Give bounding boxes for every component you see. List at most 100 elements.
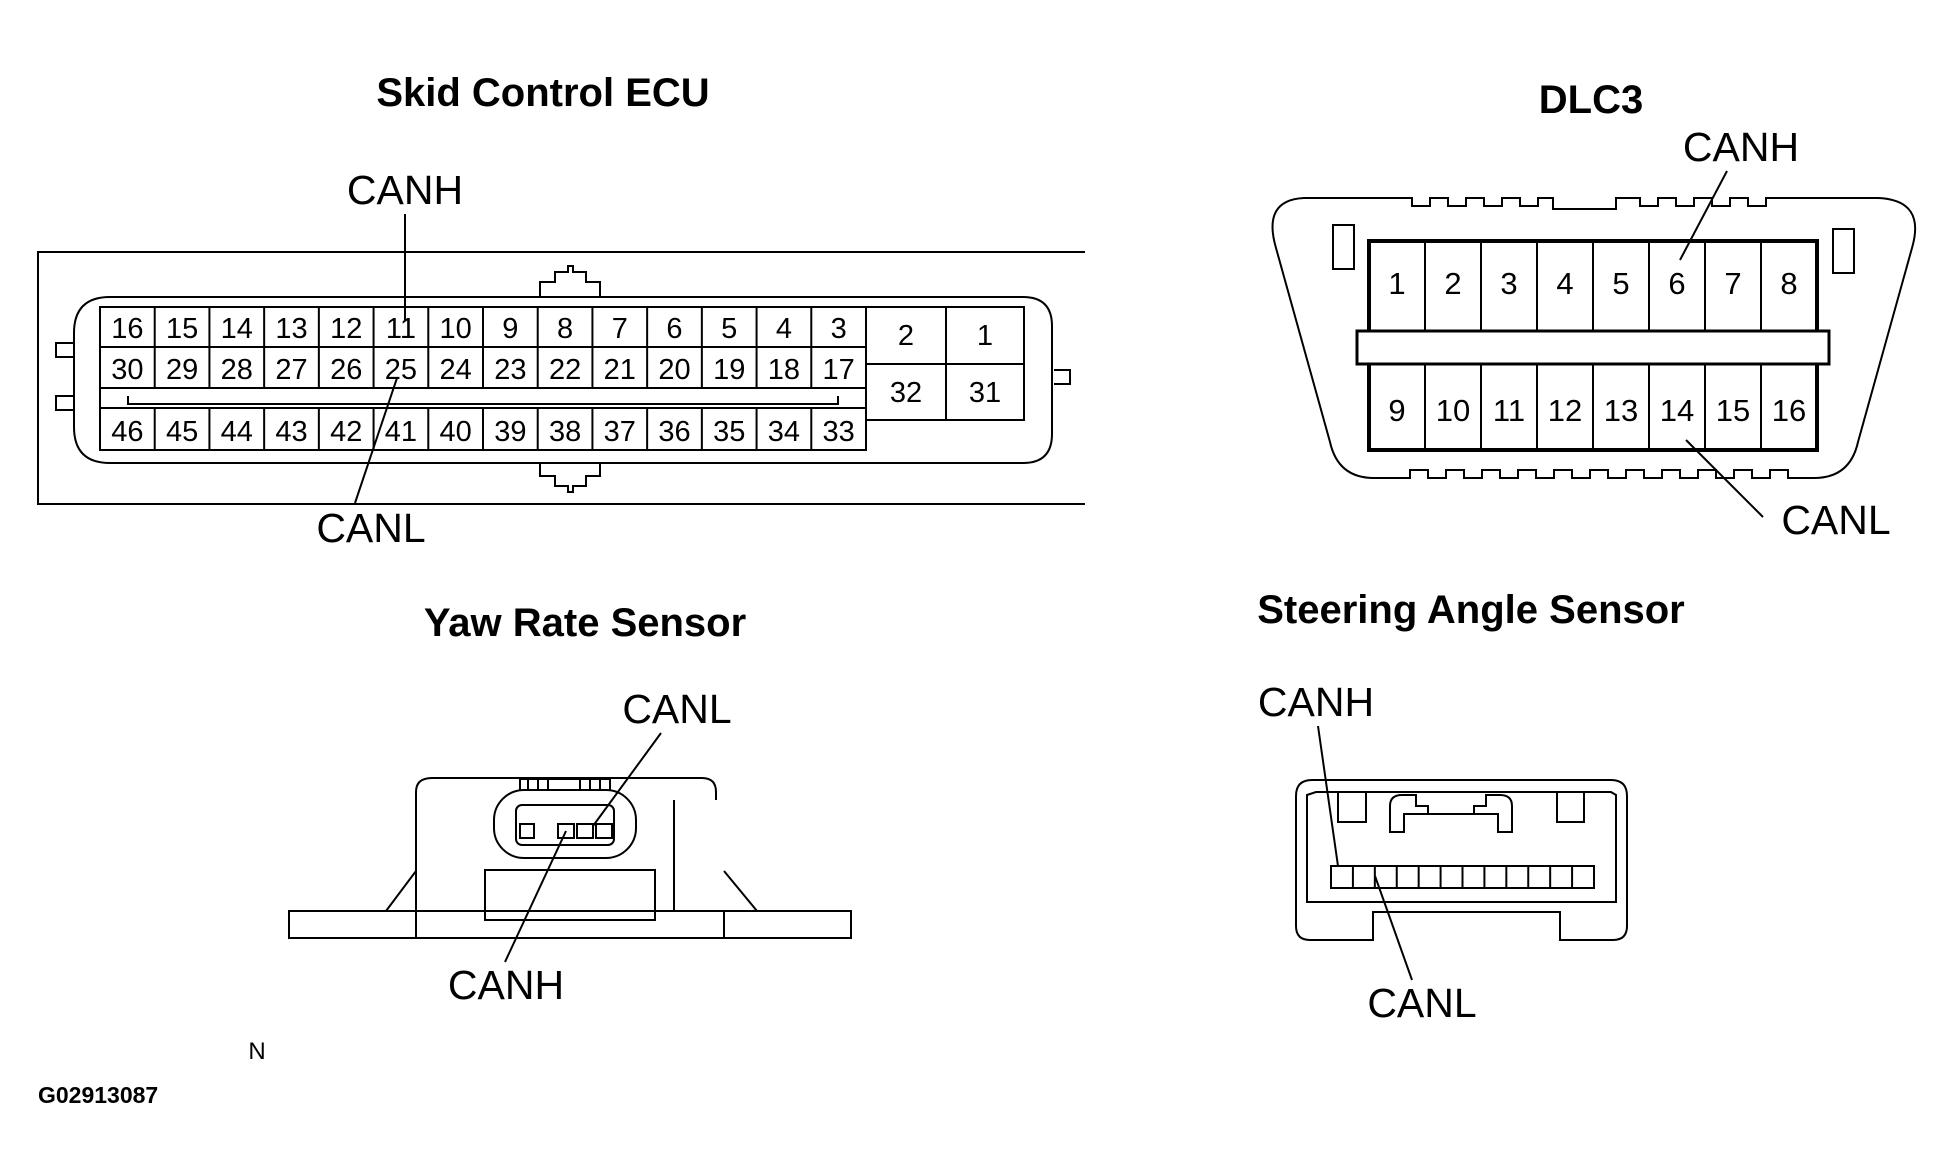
ecu-pin-37: 37	[604, 416, 636, 448]
ecu-pin-40: 40	[440, 416, 472, 448]
ecu-pin-20: 20	[658, 354, 690, 386]
ecu-pin-22: 22	[549, 354, 581, 386]
ecu-pin-15: 15	[166, 313, 198, 345]
dlc3-pin-2: 2	[1444, 266, 1461, 301]
ecu-bottom-latch	[539, 462, 601, 493]
ecu-pin-10: 10	[440, 313, 472, 345]
ecu-pin-17: 17	[823, 354, 855, 386]
ecu-pin-14: 14	[221, 313, 253, 345]
yaw-canl-leader	[592, 732, 662, 827]
ecu-top-latch	[539, 265, 601, 296]
ecu-pin-9: 9	[502, 313, 518, 345]
dlc3-canh-leader	[1679, 170, 1728, 261]
dlc3-pin-4: 4	[1556, 266, 1573, 301]
ecu-pin-42: 42	[330, 416, 362, 448]
dlc3-pin-16: 16	[1772, 393, 1806, 428]
ecu-pin-16: 16	[111, 313, 143, 345]
ecu-pin-4: 4	[776, 313, 792, 345]
ecu-title: Skid Control ECU	[376, 71, 709, 115]
steer-title: Steering Angle Sensor	[1257, 588, 1685, 632]
ecu-pin-23: 23	[494, 354, 526, 386]
ecu-pin-25: 25	[385, 354, 417, 386]
steer-latch	[1389, 794, 1513, 833]
ecu-pin-35: 35	[713, 416, 745, 448]
steer-canl-label: CANL	[1367, 980, 1476, 1026]
yaw-pin-canl	[576, 823, 594, 839]
ecu-right-tab	[1054, 369, 1071, 385]
dlc3-pin-11: 11	[1493, 393, 1525, 428]
steer-top-tabs	[1337, 792, 1585, 823]
dlc3-canl-label: CANL	[1781, 497, 1890, 543]
yaw-pin-cavity	[515, 804, 615, 846]
yaw-title: Yaw Rate Sensor	[424, 601, 746, 645]
yaw-pin-canh	[557, 823, 575, 839]
ecu-block-pins: 2 1 32 31	[890, 320, 1001, 409]
dlc3-pin-15: 15	[1716, 393, 1750, 428]
dlc3-center-bar	[1355, 329, 1831, 366]
ecu-pin-31: 31	[969, 377, 1001, 409]
ecu-canh-label: CANH	[347, 167, 463, 213]
dlc3-title: DLC3	[1539, 78, 1643, 122]
ecu-canl-label: CANL	[316, 505, 425, 551]
steer-inner-frame	[1306, 791, 1617, 903]
ecu-pin-1: 1	[977, 320, 993, 352]
yaw-canh-label: CANH	[448, 962, 564, 1008]
yaw-label-plate	[484, 869, 656, 921]
yaw-base-dividers	[415, 911, 725, 938]
ecu-pin-41: 41	[385, 416, 417, 448]
ecu-pin-6: 6	[666, 313, 682, 345]
ecu-pin-30: 30	[111, 354, 143, 386]
ecu-pin-32: 32	[890, 377, 922, 409]
ecu-pin-8: 8	[557, 313, 573, 345]
dlc3-pin-12: 12	[1548, 393, 1582, 428]
ecu-pin-21: 21	[604, 354, 636, 386]
dlc3-column-dividers	[1424, 241, 1762, 450]
ecu-canl-leader	[354, 377, 398, 504]
ecu-pin-29: 29	[166, 354, 198, 386]
ecu-pin-33: 33	[823, 416, 855, 448]
ecu-pin-26: 26	[330, 354, 362, 386]
dlc3-pin-9: 9	[1388, 393, 1405, 428]
ecu-pin-24: 24	[440, 354, 472, 386]
ecu-pin-27: 27	[275, 354, 307, 386]
dlc3-left-slot	[1332, 224, 1355, 270]
ecu-pin-7: 7	[612, 313, 628, 345]
yaw-shell-latch	[519, 778, 611, 790]
dlc3-pin-6: 6	[1668, 266, 1685, 301]
yaw-base-plate	[288, 910, 852, 939]
dlc3-housing	[1271, 197, 1917, 479]
ecu-pin-38: 38	[549, 416, 581, 448]
ecu-pin-2: 2	[898, 320, 914, 352]
dlc3-pin-14: 14	[1660, 393, 1694, 428]
ecu-pin-28: 28	[221, 354, 253, 386]
dlc3-pin-1: 1	[1388, 266, 1405, 301]
ecu-pin-46: 46	[111, 416, 143, 448]
figure-code: G02913087	[38, 1082, 158, 1108]
ecu-left-tabs	[55, 342, 74, 411]
steer-canh-leader	[1317, 725, 1339, 867]
steer-pin-dividers	[1351, 866, 1574, 888]
ecu-pin-39: 39	[494, 416, 526, 448]
ecu-row-bracket	[127, 396, 839, 405]
ecu-pin-5: 5	[721, 313, 737, 345]
steering-angle-sensor-connector: Steering Angle Sensor CANH CANL	[1257, 588, 1685, 1026]
steer-canl-leader	[1374, 875, 1413, 981]
ecu-pin-44: 44	[221, 416, 253, 448]
dlc3-pin-10: 10	[1436, 393, 1470, 428]
dlc3-pin-5: 5	[1612, 266, 1629, 301]
ecu-frame	[37, 251, 1085, 505]
ecu-pin-19: 19	[713, 354, 745, 386]
yaw-body-right	[415, 800, 675, 938]
ecu-pin-3: 3	[831, 313, 847, 345]
dlc3-pin-7: 7	[1724, 266, 1741, 301]
yaw-rate-sensor-connector: Yaw Rate Sensor CANL CANH	[288, 601, 852, 1008]
yaw-canl-label: CANL	[622, 686, 731, 732]
dlc3-pin-3: 3	[1500, 266, 1517, 301]
ecu-pin-36: 36	[658, 416, 690, 448]
dlc3-right-slot	[1832, 228, 1855, 274]
yaw-pin-1	[519, 823, 535, 839]
